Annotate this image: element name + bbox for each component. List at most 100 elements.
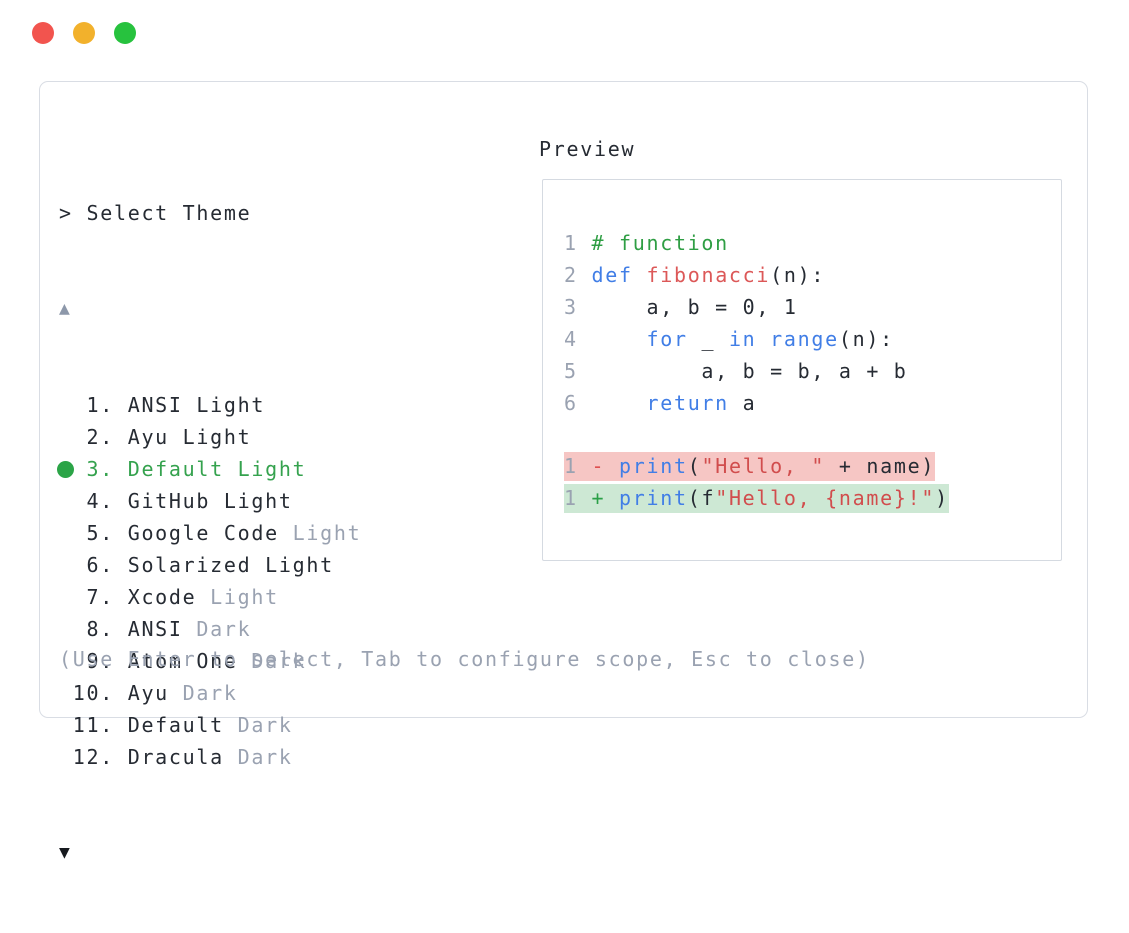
code-line: 6 return a [564,387,949,419]
theme-list-item[interactable]: 7. Xcode Light [59,581,361,613]
code-token: print [619,486,688,510]
theme-list-item[interactable]: 1. ANSI Light [59,389,361,421]
theme-item-name: ANSI [127,617,183,641]
theme-list-item[interactable]: 12. Dracula Dark [59,741,361,773]
list-item-marker [59,613,73,643]
theme-item-number: 10. [72,681,128,705]
code-token: in [728,327,757,351]
code-line: 1 - print("Hello, " + name) [564,451,949,483]
scroll-down-indicator-icon[interactable]: ▼ [59,842,72,863]
theme-item-name: Atom One [127,649,238,673]
line-number: 4 [564,327,578,351]
diff-minus-line: 1 - print("Hello, " + name) [564,452,936,481]
theme-item-name: Dracula [127,745,224,769]
theme-item-name: Google Code [127,521,279,545]
code-line: 4 for _ in range(n): [564,323,949,355]
line-number: 3 [564,295,578,319]
code-token [756,327,770,351]
theme-item-number: 2. [72,425,128,449]
list-item-marker [59,485,73,515]
theme-picker-window: > Select Theme ▲ 1. ANSI Light 2. Ayu Li… [39,81,1088,863]
theme-item-variant: Dark [223,713,293,737]
code-token: def [591,263,633,287]
list-item-marker [59,741,73,771]
theme-list-item[interactable]: 9. Atom One Dark [59,645,361,677]
code-token: for [646,327,688,351]
line-number: 6 [564,391,578,415]
keyboard-hint-text: (Use Enter to select, Tab to configure s… [59,647,870,671]
theme-list-item[interactable]: 2. Ayu Light [59,421,361,453]
code-token [633,263,647,287]
theme-item-number: 8. [72,617,128,641]
theme-item-number: 12. [72,745,128,769]
theme-item-number: 4. [72,489,128,513]
theme-list-item[interactable]: 3. Default Light [57,453,361,485]
theme-item-name: Default [127,713,224,737]
selected-indicator-dot [57,453,74,483]
code-token [592,391,647,415]
theme-list-item[interactable]: 8. ANSI Dark [59,613,361,645]
code-line-content: 1 # function [564,231,729,255]
theme-item-name: GitHub Light [127,489,293,513]
list-item-marker [59,677,73,707]
code-token: ) [935,486,949,510]
line-number: 1 [564,486,578,510]
code-line: 1 # function [564,227,949,259]
code-line [564,419,949,451]
diff-plus-line: 1 + print(f"Hello, {name}!") [564,484,949,513]
line-number: 2 [564,263,578,287]
theme-item-variant: Dark [223,745,293,769]
list-item-marker [59,517,73,547]
theme-item-variant: Dark [182,617,252,641]
code-token: "Hello, " [701,454,826,478]
theme-list-item[interactable]: 11. Default Dark [59,709,361,741]
code-line-content: 6 return a [564,391,756,415]
code-token: (n): [838,327,894,351]
code-line: 5 a, b = b, a + b [564,355,949,387]
theme-item-name: ANSI Light [127,393,266,417]
code-token: range [770,327,839,351]
code-token: fibonacci [646,263,771,287]
theme-item-name: Xcode [127,585,197,609]
theme-item-number: 5. [72,521,128,545]
code-line: 1 + print(f"Hello, {name}!") [564,483,949,515]
code-token: (n): [770,263,826,287]
theme-item-variant: Light [278,521,362,545]
theme-list-item[interactable]: 10. Ayu Dark [59,677,361,709]
line-number: 1 [564,231,578,255]
theme-list-column: > Select Theme ▲ 1. ANSI Light 2. Ayu Li… [57,133,361,933]
theme-item-name: Default Light [127,457,307,481]
code-line-content: 5 a, b = b, a + b [564,359,908,383]
code-token: a, b = b, a + b [591,359,908,383]
theme-item-name: Solarized Light [127,553,334,577]
code-token [592,327,647,351]
theme-select-prompt: > Select Theme [59,201,252,225]
preview-label: Preview [539,137,636,161]
minimize-button[interactable] [73,22,95,44]
close-button[interactable] [32,22,54,44]
diff-sign: + [591,486,606,510]
code-line: 2 def fibonacci(n): [564,259,949,291]
theme-list-item[interactable]: 6. Solarized Light [59,549,361,581]
scroll-up-indicator-icon[interactable]: ▲ [59,298,72,319]
theme-item-number: 1. [72,393,128,417]
code-token: a [728,391,757,415]
line-number: 5 [564,359,578,383]
theme-item-number: 7. [72,585,128,609]
code-token: a, b = 0, 1 [591,295,798,319]
zoom-button[interactable] [114,22,136,44]
code-line: 3 a, b = 0, 1 [564,291,949,323]
theme-list: 1. ANSI Light 2. Ayu Light 3. Default Li… [57,389,361,773]
theme-list-item[interactable]: 5. Google Code Light [59,517,361,549]
theme-list-item[interactable]: 4. GitHub Light [59,485,361,517]
code-token: "Hello, {name}!" [715,486,936,510]
list-item-marker [59,421,73,451]
code-token: print [619,454,688,478]
list-item-marker [59,709,73,739]
code-token: + name) [825,454,936,478]
diff-sign: - [591,454,606,478]
theme-item-name: Ayu [127,681,169,705]
code-token: ( [687,454,702,478]
